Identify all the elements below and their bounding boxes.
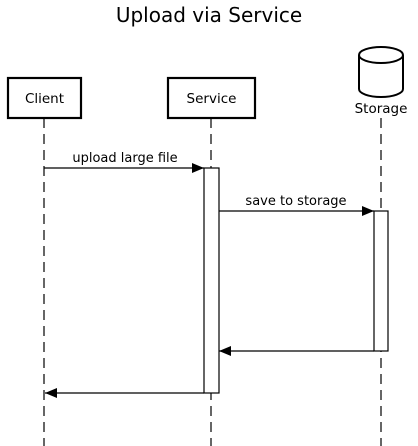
message-save-to-storage: save to storage (219, 194, 374, 216)
service-activation (203, 167, 220, 394)
storage-activation (373, 210, 389, 352)
diagram-title: Upload via Service (116, 3, 302, 27)
service-label: Service (187, 91, 237, 107)
message-upload-large-file: upload large file (44, 151, 204, 173)
service-box (166, 76, 257, 120)
participant-service: Service (166, 76, 257, 120)
client-label: Client (25, 91, 64, 107)
participant-storage: Storage (355, 46, 408, 117)
message-label: save to storage (245, 194, 346, 209)
database-icon-rim (358, 54, 404, 64)
participant-client: Client (6, 76, 83, 120)
storage-label: Storage (355, 101, 408, 117)
message-label: upload large file (72, 151, 177, 166)
database-icon (358, 46, 404, 98)
client-box (6, 76, 83, 120)
